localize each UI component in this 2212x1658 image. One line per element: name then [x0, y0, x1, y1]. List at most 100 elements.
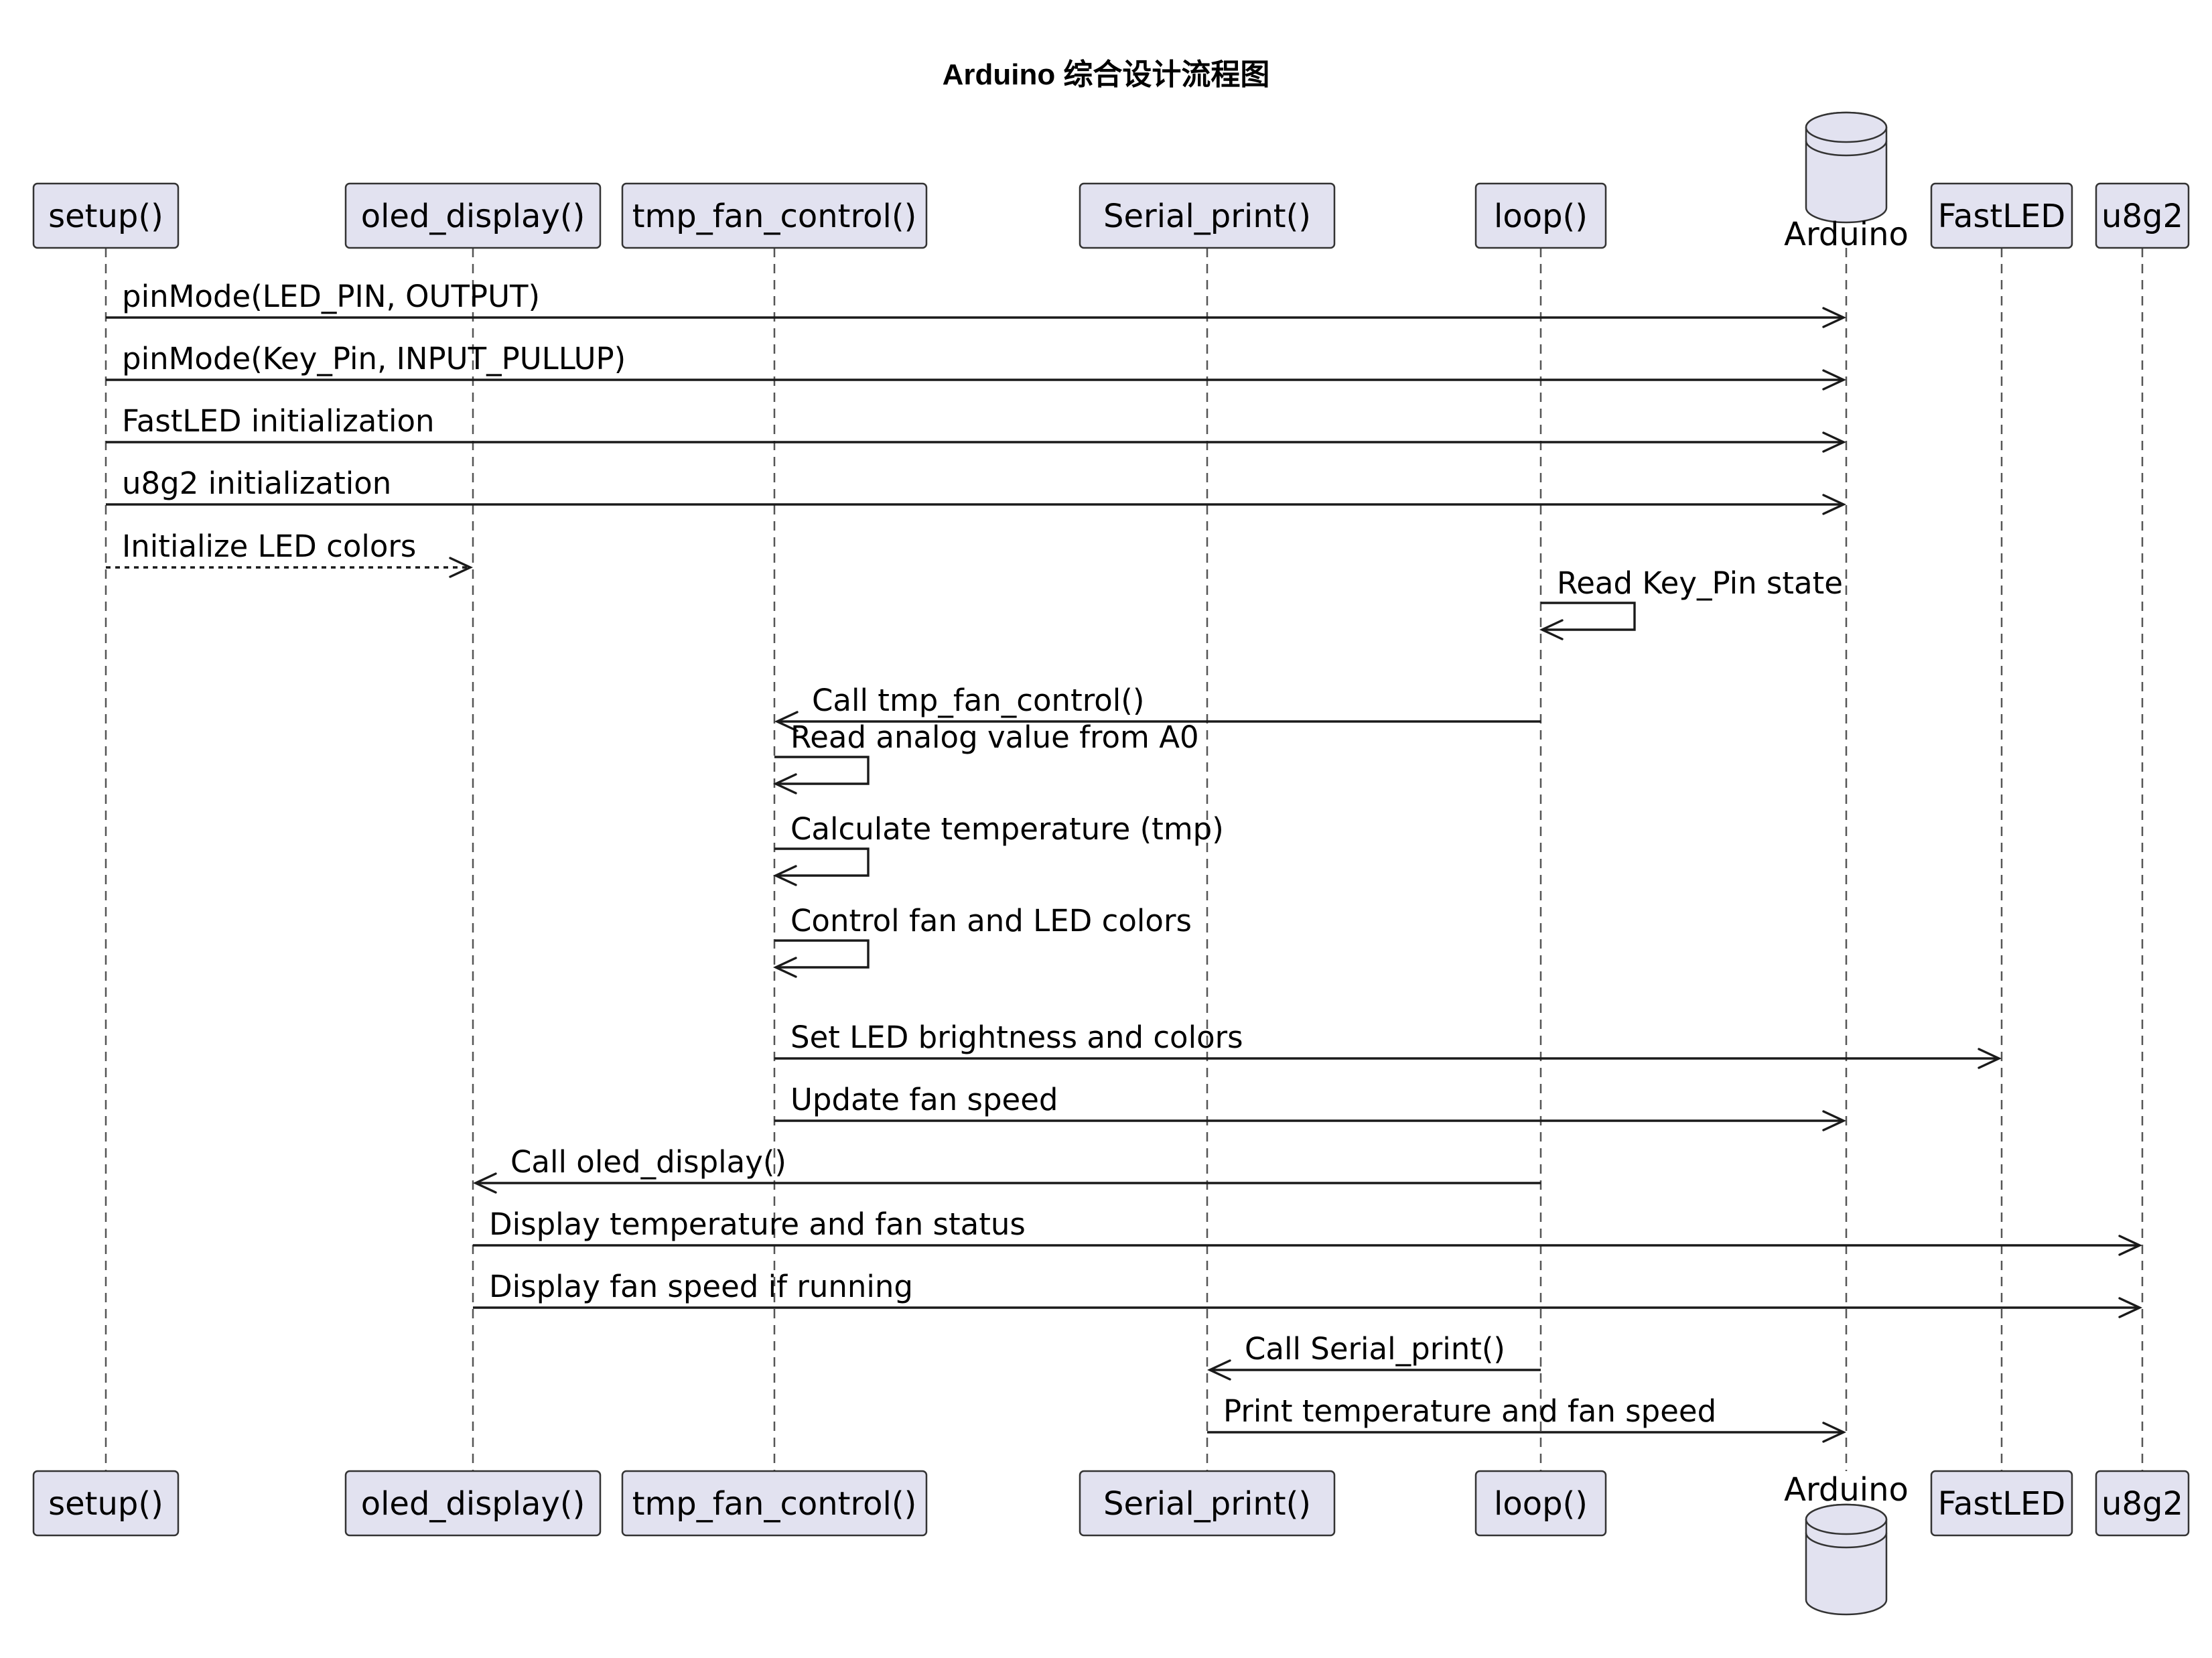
participant-box — [32, 182, 180, 249]
participant-label: setup() — [48, 198, 163, 235]
arrowhead — [1822, 1110, 1847, 1131]
diagram-title: Arduino 综合设计流程图 — [943, 58, 1270, 91]
message: Read Key_Pin state — [1539, 565, 1843, 640]
participant-label: FastLED — [1938, 198, 2065, 235]
participant-label: oled_display() — [361, 1485, 585, 1523]
arrowhead — [1822, 431, 1847, 453]
participant-box — [2095, 182, 2190, 249]
arrowhead — [772, 865, 797, 886]
arrowhead — [1206, 1359, 1231, 1381]
participant-label: setup() — [48, 1485, 163, 1523]
participant-label: oled_display() — [361, 198, 585, 235]
message-label: Read analog value from A0 — [790, 719, 1199, 755]
participant-tmp_fan_control-bottom: tmp_fan_control() — [621, 1470, 928, 1537]
database-rim — [1805, 140, 1888, 157]
message-label: FastLED initialization — [122, 403, 435, 439]
participant-box — [1930, 182, 2073, 249]
participant-box — [621, 182, 928, 249]
participant-box — [621, 1470, 928, 1537]
message-label: Read Key_Pin state — [1557, 565, 1843, 601]
participant-setup-bottom: setup() — [32, 1470, 180, 1537]
participant-label: Serial_print() — [1103, 198, 1311, 235]
participant-box — [1079, 1470, 1336, 1537]
arrowhead — [1539, 619, 1564, 640]
arrowhead — [2118, 1297, 2143, 1318]
arrowhead — [774, 711, 799, 732]
arrowhead — [1822, 1422, 1847, 1443]
message: Set LED brightness and colors — [774, 1020, 2002, 1069]
message-label: Call tmp_fan_control() — [812, 683, 1144, 718]
participants: setup() setup() oled_display() oled_display… — [32, 111, 2190, 1616]
message-label: Control fan and LED colors — [790, 903, 1192, 939]
message: Call tmp_fan_control() — [774, 683, 1541, 732]
participant-label: FastLED — [1938, 1485, 2065, 1523]
message-label: Update fan speed — [790, 1082, 1058, 1117]
message: Control fan and LED colors — [772, 903, 1192, 978]
database-rim — [1805, 1532, 1888, 1549]
participant-loop-top: loop() — [1474, 182, 1607, 249]
participant-setup-top: setup() — [32, 182, 180, 249]
arrowhead — [1978, 1048, 2002, 1069]
participant-label: loop() — [1494, 1485, 1588, 1523]
self-message-line — [1541, 602, 1636, 631]
message: u8g2 initialization — [106, 466, 1847, 515]
message-label: Call Serial_print() — [1245, 1331, 1505, 1367]
message: FastLED initialization — [106, 403, 1847, 453]
participant-label: tmp_fan_control() — [632, 1485, 917, 1523]
message: Call oled_display() — [472, 1144, 1541, 1194]
database-top — [1805, 1503, 1888, 1535]
participant-box — [1474, 182, 1607, 249]
self-message-line — [774, 939, 870, 969]
participant-oled_display-top: oled_display() — [344, 182, 602, 249]
arrowhead — [1822, 494, 1847, 515]
message: Read analog value from A0 — [772, 719, 1199, 795]
message: Print temperature and fan speed — [1207, 1393, 1847, 1443]
participant-box — [1474, 1470, 1607, 1537]
database-arduino-top: Arduino — [1784, 111, 1909, 253]
database-label: Arduino — [1784, 216, 1909, 253]
participant-fastled-bottom: FastLED — [1930, 1470, 2073, 1537]
message-label: Display temperature and fan status — [489, 1206, 1026, 1242]
message-label: u8g2 initialization — [122, 466, 391, 501]
message-label: Display fan speed if running — [489, 1269, 913, 1304]
arrowhead — [1822, 369, 1847, 391]
message-label: Initialize LED colors — [122, 529, 416, 564]
participant-box — [344, 182, 602, 249]
message-label: Print temperature and fan speed — [1223, 1393, 1716, 1429]
database-label: Arduino — [1784, 1471, 1909, 1509]
arrowhead — [1822, 307, 1847, 328]
participant-label: u8g2 — [2101, 198, 2183, 235]
arrowhead — [772, 957, 797, 978]
message: Initialize LED colors — [106, 529, 474, 578]
participant-oled_display-bottom: oled_display() — [344, 1470, 602, 1537]
participant-label: Serial_print() — [1103, 1485, 1311, 1523]
message: Call Serial_print() — [1206, 1331, 1541, 1381]
participant-box — [2095, 1470, 2190, 1537]
participant-fastled-top: FastLED — [1930, 182, 2073, 249]
participant-label: u8g2 — [2101, 1485, 2183, 1523]
message-label: Calculate temperature (tmp) — [790, 811, 1224, 847]
participant-u8g2-bottom: u8g2 — [2095, 1470, 2190, 1537]
message-label: Call oled_display() — [510, 1144, 786, 1180]
database-arduino-bottom: Arduino — [1784, 1471, 1909, 1616]
participant-box — [1079, 182, 1336, 249]
lifelines — [105, 248, 2144, 1471]
arrowhead — [2118, 1235, 2143, 1256]
message: Calculate temperature (tmp) — [772, 811, 1224, 886]
arrowhead — [472, 1172, 497, 1194]
participant-box — [1930, 1470, 2073, 1537]
participant-serial_print-bottom: Serial_print() — [1079, 1470, 1336, 1537]
participant-u8g2-top: u8g2 — [2095, 182, 2190, 249]
message-label: pinMode(Key_Pin, INPUT_PULLUP) — [122, 341, 626, 376]
participant-loop-bottom: loop() — [1474, 1470, 1607, 1537]
database-top — [1805, 111, 1888, 143]
arrowhead — [772, 773, 797, 795]
participant-serial_print-top: Serial_print() — [1079, 182, 1336, 249]
message: pinMode(Key_Pin, INPUT_PULLUP) — [106, 341, 1847, 391]
self-message-line — [774, 847, 870, 877]
message: Display fan speed if running — [473, 1269, 2143, 1318]
participant-box — [344, 1470, 602, 1537]
participant-tmp_fan_control-top: tmp_fan_control() — [621, 182, 928, 249]
message: Display temperature and fan status — [473, 1206, 2143, 1256]
